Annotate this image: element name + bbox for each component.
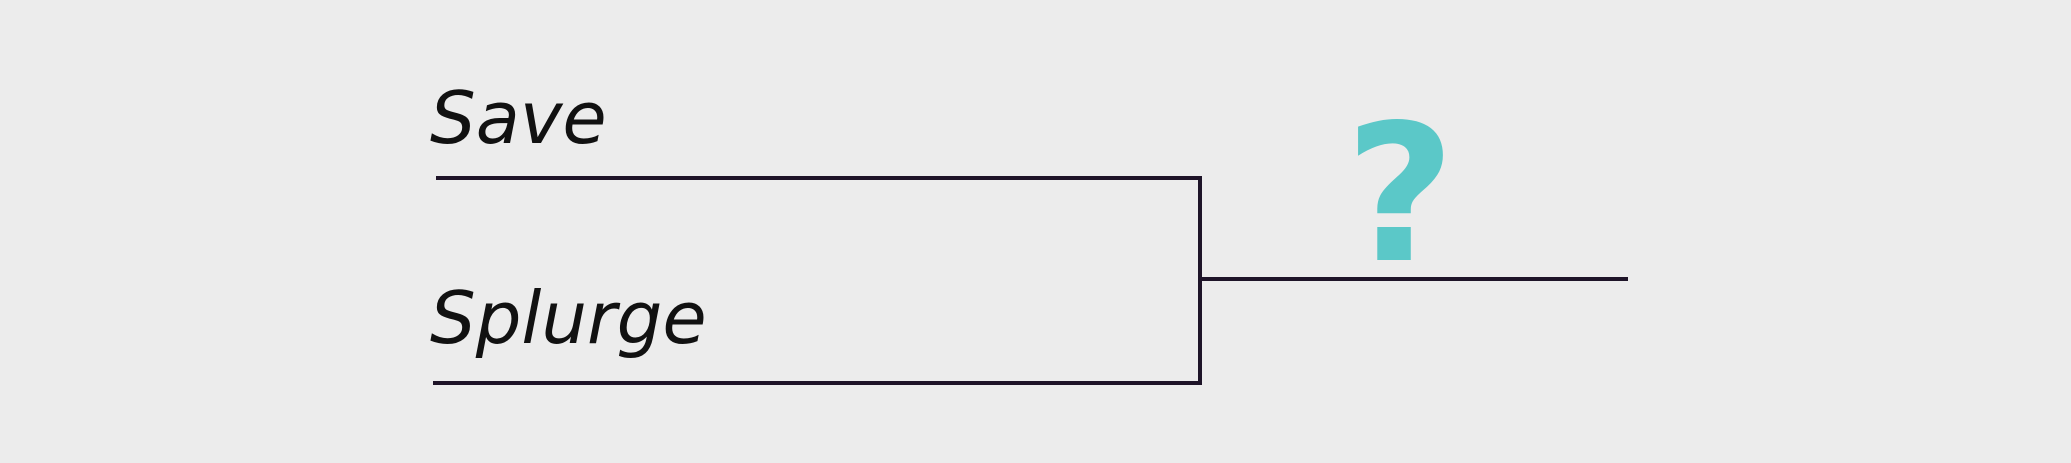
question-mark-icon: ? (1345, 84, 1456, 305)
option-splurge-label: Splurge (430, 276, 707, 360)
option-save-label: Save (430, 76, 607, 160)
